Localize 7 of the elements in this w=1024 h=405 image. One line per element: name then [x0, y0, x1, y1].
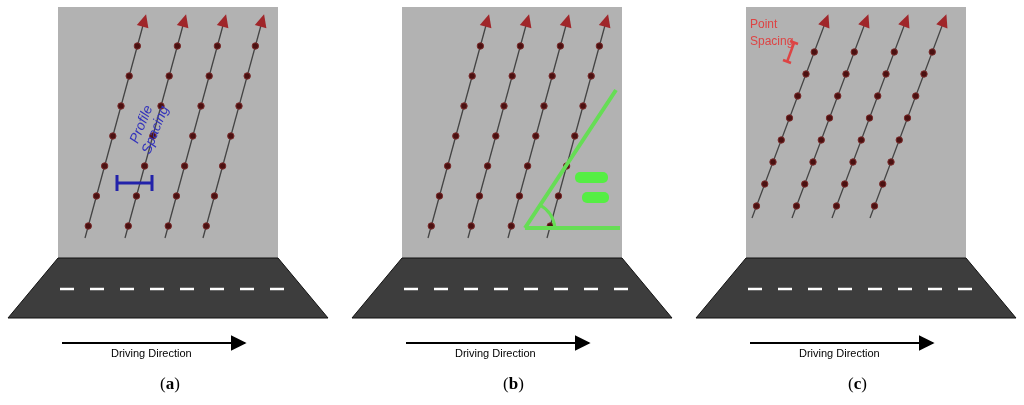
- dimension-label: Point Spacing: [750, 16, 795, 50]
- panel-label: (b): [503, 374, 524, 394]
- axis-label: Driving Direction: [111, 347, 192, 359]
- axis-label: Driving Direction: [799, 347, 880, 359]
- axis-label: Driving Direction: [455, 347, 536, 359]
- panel-label: (c): [848, 374, 867, 394]
- panel-label: (a): [160, 374, 180, 394]
